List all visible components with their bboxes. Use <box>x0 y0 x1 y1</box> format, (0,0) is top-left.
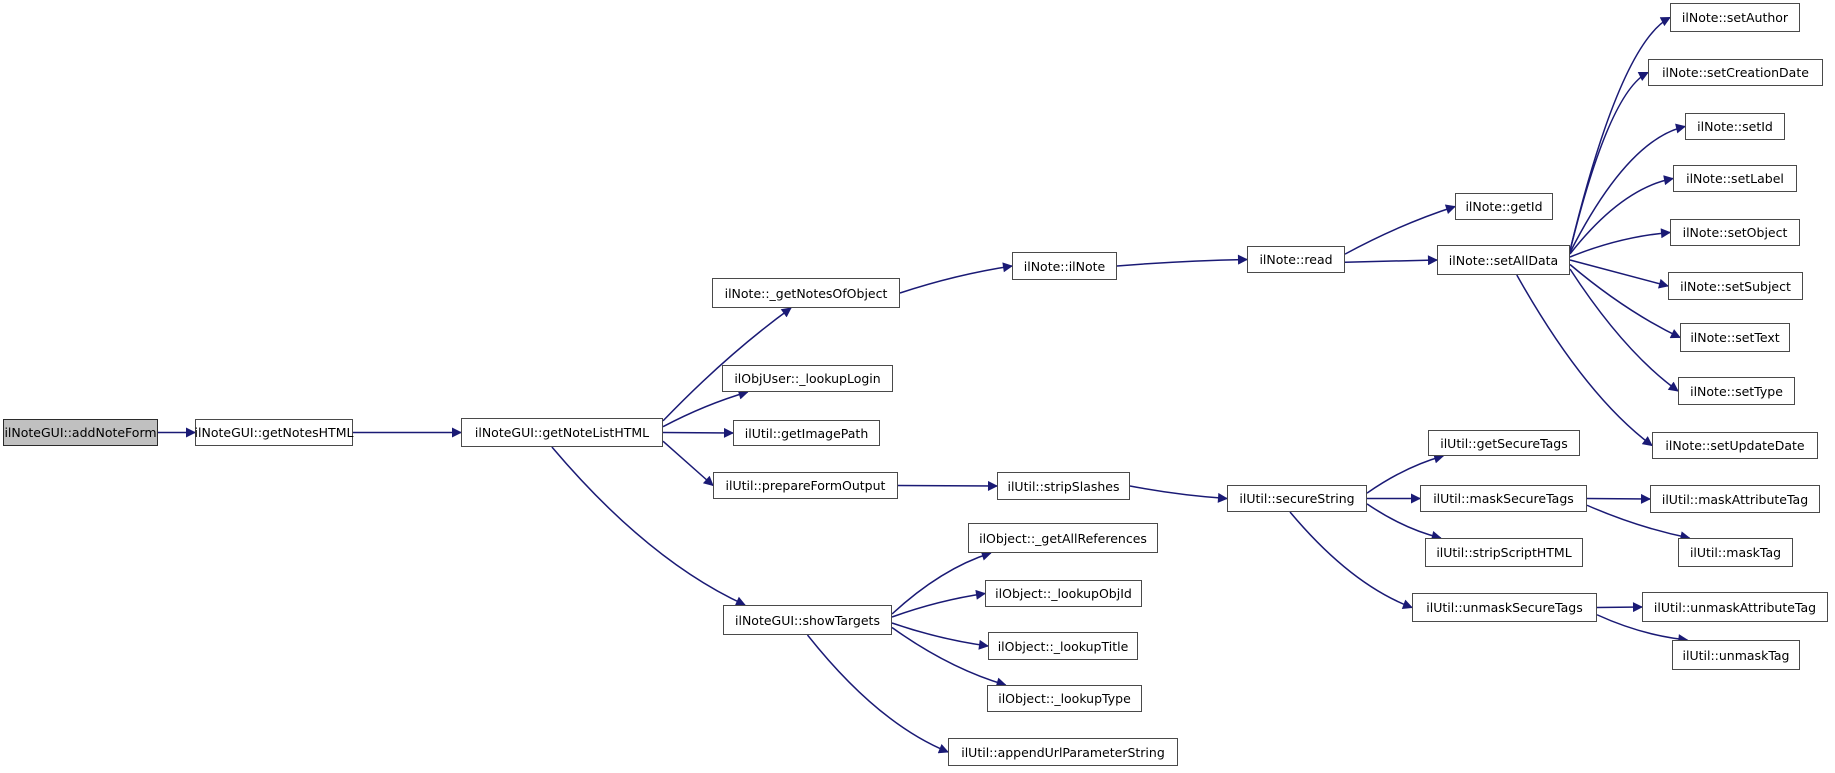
node-showTargets[interactable]: ilNoteGUI::showTargets <box>723 605 892 635</box>
node-lookupObjId[interactable]: ilObject::_lookupObjId <box>985 580 1142 607</box>
edge-getNotesOfObject-ilNote <box>899 262 1013 294</box>
edge-showTargets-appendUrlParameterString <box>806 634 949 754</box>
node-setType[interactable]: ilNote::setType <box>1678 377 1795 405</box>
edge-ilNote-read <box>1116 254 1248 267</box>
edge-secureString-stripScriptHTML <box>1366 503 1442 541</box>
node-setObject[interactable]: ilNote::setObject <box>1670 219 1800 246</box>
edge-read-getId <box>1344 204 1456 255</box>
node-setId[interactable]: ilNote::setId <box>1685 113 1785 140</box>
edge-unmaskSecureTags-unmaskAttributeTag <box>1596 602 1643 613</box>
edge-maskSecureTags-maskTag <box>1586 504 1691 542</box>
node-getNotesHTML[interactable]: ilNoteGUI::getNotesHTML <box>195 419 353 446</box>
node-getId[interactable]: ilNote::getId <box>1455 193 1553 220</box>
edge-getNoteListHTML-lookupLogin <box>662 389 749 428</box>
node-appendUrlParameterString[interactable]: ilUtil::appendUrlParameterString <box>948 738 1178 766</box>
edge-read-setAllData <box>1344 255 1438 266</box>
edge-setAllData-setObject <box>1569 228 1671 258</box>
edge-showTargets-lookupObjId <box>891 589 986 618</box>
node-unmaskTag[interactable]: ilUtil::unmaskTag <box>1672 640 1800 670</box>
node-getImagePath[interactable]: ilUtil::getImagePath <box>733 420 880 446</box>
node-setSubject[interactable]: ilNote::setSubject <box>1668 272 1803 300</box>
node-getAllReferences[interactable]: ilObject::_getAllReferences <box>968 523 1158 553</box>
node-setLabel[interactable]: ilNote::setLabel <box>1673 165 1797 192</box>
node-stripScriptHTML[interactable]: ilUtil::stripScriptHTML <box>1425 538 1583 567</box>
edge-setAllData-setId <box>1569 123 1686 253</box>
node-maskSecureTags[interactable]: ilUtil::maskSecureTags <box>1420 485 1587 512</box>
edge-setAllData-setUpdateDate <box>1516 274 1653 447</box>
node-prepareFormOutput[interactable]: ilUtil::prepareFormOutput <box>713 472 898 499</box>
node-addNoteForm[interactable]: ilNoteGUI::addNoteForm <box>3 419 158 446</box>
node-setAuthor[interactable]: ilNote::setAuthor <box>1670 3 1800 32</box>
node-setAllData[interactable]: ilNote::setAllData <box>1437 245 1570 275</box>
edge-stripSlashes-secureString <box>1129 485 1228 503</box>
node-secureString[interactable]: ilUtil::secureString <box>1227 485 1367 512</box>
node-lookupType[interactable]: ilObject::_lookupType <box>987 685 1142 712</box>
edge-getNoteListHTML-getNotesOfObject <box>662 307 792 422</box>
edge-getNoteListHTML-prepareFormOutput <box>662 440 714 487</box>
node-setText[interactable]: ilNote::setText <box>1680 323 1790 352</box>
edge-unmaskSecureTags-unmaskTag <box>1596 614 1689 645</box>
edge-setAllData-setSubject <box>1569 259 1669 289</box>
node-maskTag[interactable]: ilUtil::maskTag <box>1678 538 1793 567</box>
node-lookupTitle[interactable]: ilObject::_lookupTitle <box>988 632 1138 660</box>
node-unmaskSecureTags[interactable]: ilUtil::unmaskSecureTags <box>1412 593 1597 622</box>
edge-showTargets-getAllReferences <box>891 550 992 615</box>
edge-secureString-getSecureTags <box>1366 453 1445 494</box>
edge-getNoteListHTML-showTargets <box>551 446 746 606</box>
node-getNoteListHTML[interactable]: ilNoteGUI::getNoteListHTML <box>461 418 663 447</box>
edge-setAllData-setAuthor <box>1569 16 1671 251</box>
node-setUpdateDate[interactable]: ilNote::setUpdateDate <box>1652 432 1818 459</box>
edge-secureString-unmaskSecureTags <box>1289 511 1413 610</box>
node-stripSlashes[interactable]: ilUtil::stripSlashes <box>997 472 1130 500</box>
node-getNotesOfObject[interactable]: ilNote::_getNotesOfObject <box>712 278 900 308</box>
edge-getNoteListHTML-getImagePath <box>662 427 734 438</box>
node-maskAttributeTag[interactable]: ilUtil::maskAttributeTag <box>1650 485 1820 513</box>
edge-setAllData-setText <box>1569 263 1681 339</box>
edge-setAllData-setCreationDate <box>1569 71 1649 252</box>
edge-maskSecureTags-maskAttributeTag <box>1586 493 1651 504</box>
edge-setAllData-setLabel <box>1569 175 1674 255</box>
edge-showTargets-lookupTitle <box>891 622 989 650</box>
node-unmaskAttributeTag[interactable]: ilUtil::unmaskAttributeTag <box>1642 592 1828 622</box>
edge-setAllData-setType <box>1569 268 1679 392</box>
node-getSecureTags[interactable]: ilUtil::getSecureTags <box>1428 430 1580 456</box>
node-lookupLogin[interactable]: ilObjUser::_lookupLogin <box>722 365 893 392</box>
edge-prepareFormOutput-stripSlashes <box>897 480 998 491</box>
node-setCreationDate[interactable]: ilNote::setCreationDate <box>1648 59 1823 86</box>
node-ilNote[interactable]: ilNote::ilNote <box>1012 252 1117 280</box>
edge-showTargets-lookupType <box>891 626 1007 688</box>
node-read[interactable]: ilNote::read <box>1247 246 1345 273</box>
